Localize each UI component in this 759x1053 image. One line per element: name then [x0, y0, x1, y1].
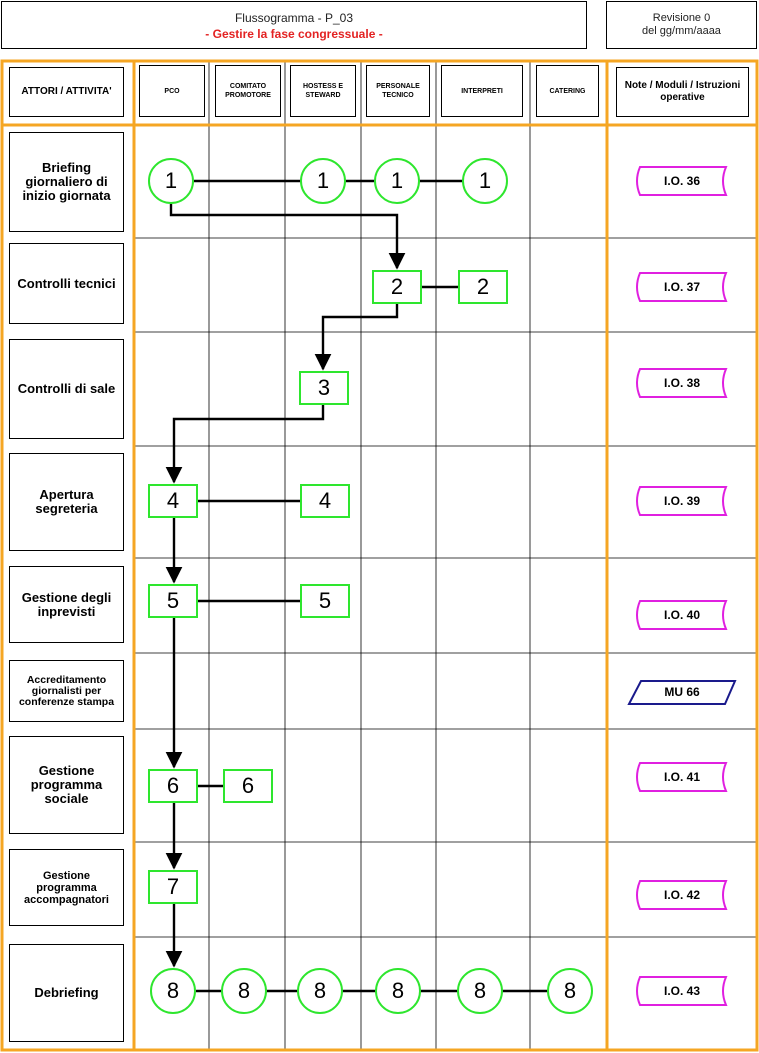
note-shape-io40 [636, 600, 728, 630]
node-4-hostess: 4 [300, 484, 350, 518]
activity-gestione-imprevisti: Gestione degli inprevisti [9, 566, 124, 643]
note-io43: I.O. 43 [664, 984, 700, 998]
node-4-pco: 4 [148, 484, 198, 518]
header-actor-comitato: COMITATO PROMOTORE [215, 65, 281, 117]
node-2-tecnico: 2 [372, 270, 422, 304]
header-actor-tecnico: PERSONALE TECNICO [366, 65, 430, 117]
activity-controlli-sale: Controlli di sale [9, 339, 124, 439]
node-8-pco: 8 [150, 968, 196, 1014]
note-labels: I.O. 36 I.O. 37 I.O. 38 I.O. 39 I.O. 40 … [664, 174, 700, 998]
activity-debriefing: Debriefing [9, 944, 124, 1042]
note-io41: I.O. 41 [664, 770, 700, 784]
note-shape-io42 [636, 880, 728, 910]
activity-briefing: Briefing giornaliero di inizio giornata [9, 132, 124, 232]
note-io42: I.O. 42 [664, 888, 700, 902]
grid-lines [134, 62, 757, 1050]
connectors [165, 179, 548, 993]
note-shape-io37 [636, 272, 728, 302]
node-8-catering: 8 [547, 968, 593, 1014]
revision-number: Revisione 0 [652, 12, 711, 24]
node-5-hostess: 5 [300, 584, 350, 618]
node-5-pco: 5 [148, 584, 198, 618]
node-1-pco: 1 [148, 158, 194, 204]
header-actor-interpreti: INTERPRETI [441, 65, 523, 117]
note-shape-io41 [636, 762, 728, 792]
diagram-title: Flussogramma - P_03 [234, 11, 354, 25]
revision-box: Revisione 0 del gg/mm/aaaa [606, 1, 757, 49]
activity-controlli-tecnici: Controlli tecnici [9, 243, 124, 324]
node-8-tecnico: 8 [375, 968, 421, 1014]
header-actor-pco: PCO [139, 65, 205, 117]
note-io36: I.O. 36 [664, 174, 700, 188]
activity-apertura-segreteria: Apertura segreteria [9, 453, 124, 551]
node-3-hostess: 3 [299, 371, 349, 405]
node-1-tecnico: 1 [374, 158, 420, 204]
note-io37: I.O. 37 [664, 280, 700, 294]
header-actor-catering: CATERING [536, 65, 599, 117]
note-mu66: MU 66 [664, 685, 700, 699]
note-io39: I.O. 39 [664, 494, 700, 508]
note-shape-io39 [636, 486, 728, 516]
header-activities: ATTORI / ATTIVITA' [9, 67, 124, 117]
header-actor-hostess: HOSTESS E STEWARD [290, 65, 356, 117]
note-shape-mu66 [627, 680, 737, 705]
node-7-pco: 7 [148, 870, 198, 904]
title-box: Flussogramma - P_03 - Gestire la fase co… [1, 1, 587, 49]
header-notes: Note / Moduli / Istruzioni operative [616, 67, 749, 117]
note-io40: I.O. 40 [664, 608, 700, 622]
activity-accreditamento: Accreditamento giornalisti per conferenz… [9, 660, 124, 722]
note-shape-io38 [636, 368, 728, 398]
note-io38: I.O. 38 [664, 376, 700, 390]
node-8-comitato: 8 [221, 968, 267, 1014]
node-6-comitato: 6 [223, 769, 273, 803]
node-2-interpreti: 2 [458, 270, 508, 304]
activity-programma-accompagnatori: Gestione programma accompagnatori [9, 849, 124, 926]
node-8-interpreti: 8 [457, 968, 503, 1014]
diagram-subtitle: - Gestire la fase congressuale - [205, 27, 383, 41]
node-6-pco: 6 [148, 769, 198, 803]
activity-programma-sociale: Gestione programma sociale [9, 736, 124, 834]
node-8-hostess: 8 [297, 968, 343, 1014]
note-shape-io43 [636, 976, 728, 1006]
note-shape-io36 [636, 166, 728, 196]
revision-date: del gg/mm/aaaa [642, 25, 721, 37]
node-1-interpreti: 1 [462, 158, 508, 204]
note-shapes [627, 166, 737, 1006]
grid-frame [0, 59, 759, 1052]
node-1-hostess: 1 [300, 158, 346, 204]
